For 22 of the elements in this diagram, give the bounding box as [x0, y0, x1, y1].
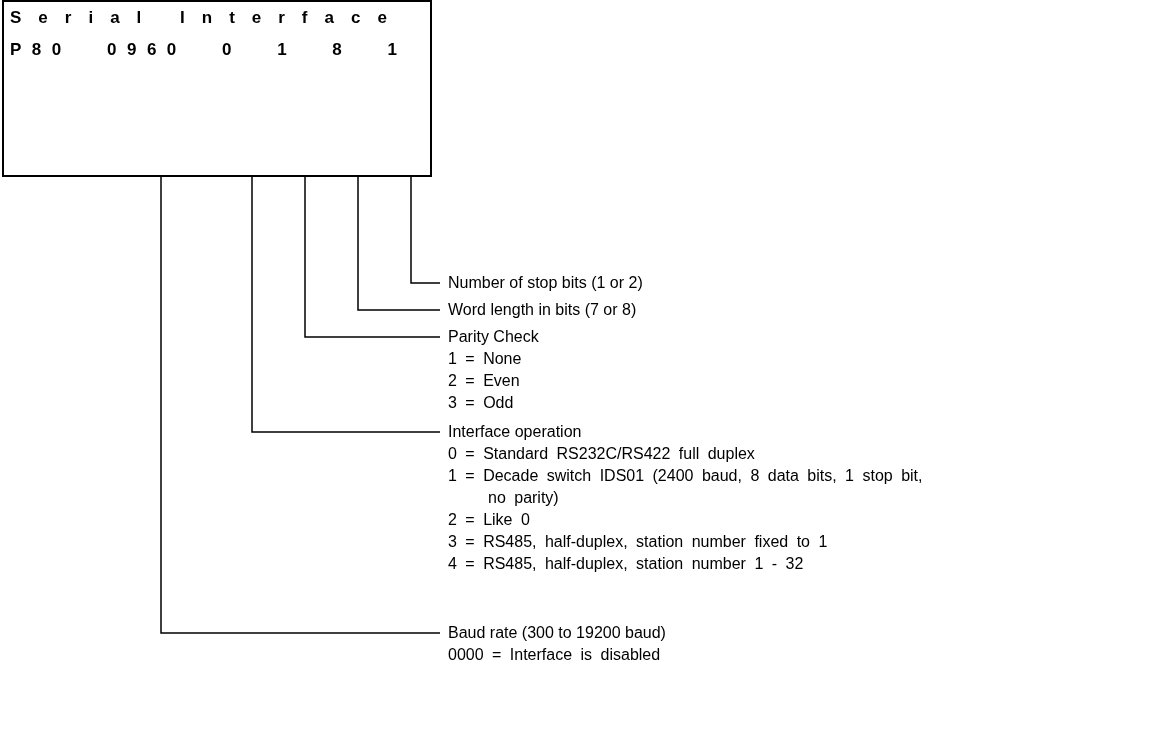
setting-description: Word length in bits (7 or 8) [448, 300, 638, 320]
display-text: P80 0960 0 1 8 1 [10, 40, 408, 60]
option-text: 4 = RS485, half-duplex, station number 1 - 32 [448, 554, 805, 574]
display-panel [2, 0, 432, 177]
leader-line [410, 175, 441, 284]
option-text: 1 = Decade switch IDS01 (2400 baud, 8 data bits, 1 stop bit, no parity) [448, 466, 924, 508]
leader-line [251, 175, 441, 433]
display-text: Serial Interface [10, 8, 404, 28]
option-text: 2 = Even [448, 371, 521, 391]
option-text: 3 = RS485, half-duplex, station number fixed to 1 [448, 532, 829, 552]
option-text: 0000 = Interface is disabled [448, 645, 662, 665]
setting-description: Baud rate (300 to 19200 baud) [448, 623, 667, 643]
option-text: 3 = Odd [448, 393, 515, 413]
leader-line [160, 175, 441, 634]
setting-description: Parity Check [448, 327, 540, 347]
setting-description: Number of stop bits (1 or 2) [448, 273, 644, 293]
leader-line [357, 175, 441, 311]
setting-description: Interface operation [448, 422, 583, 442]
option-text: 0 = Standard RS232C/RS422 full duplex [448, 444, 756, 464]
leader-line [304, 175, 441, 338]
option-text: 1 = None [448, 349, 523, 369]
option-text: 2 = Like 0 [448, 510, 531, 530]
